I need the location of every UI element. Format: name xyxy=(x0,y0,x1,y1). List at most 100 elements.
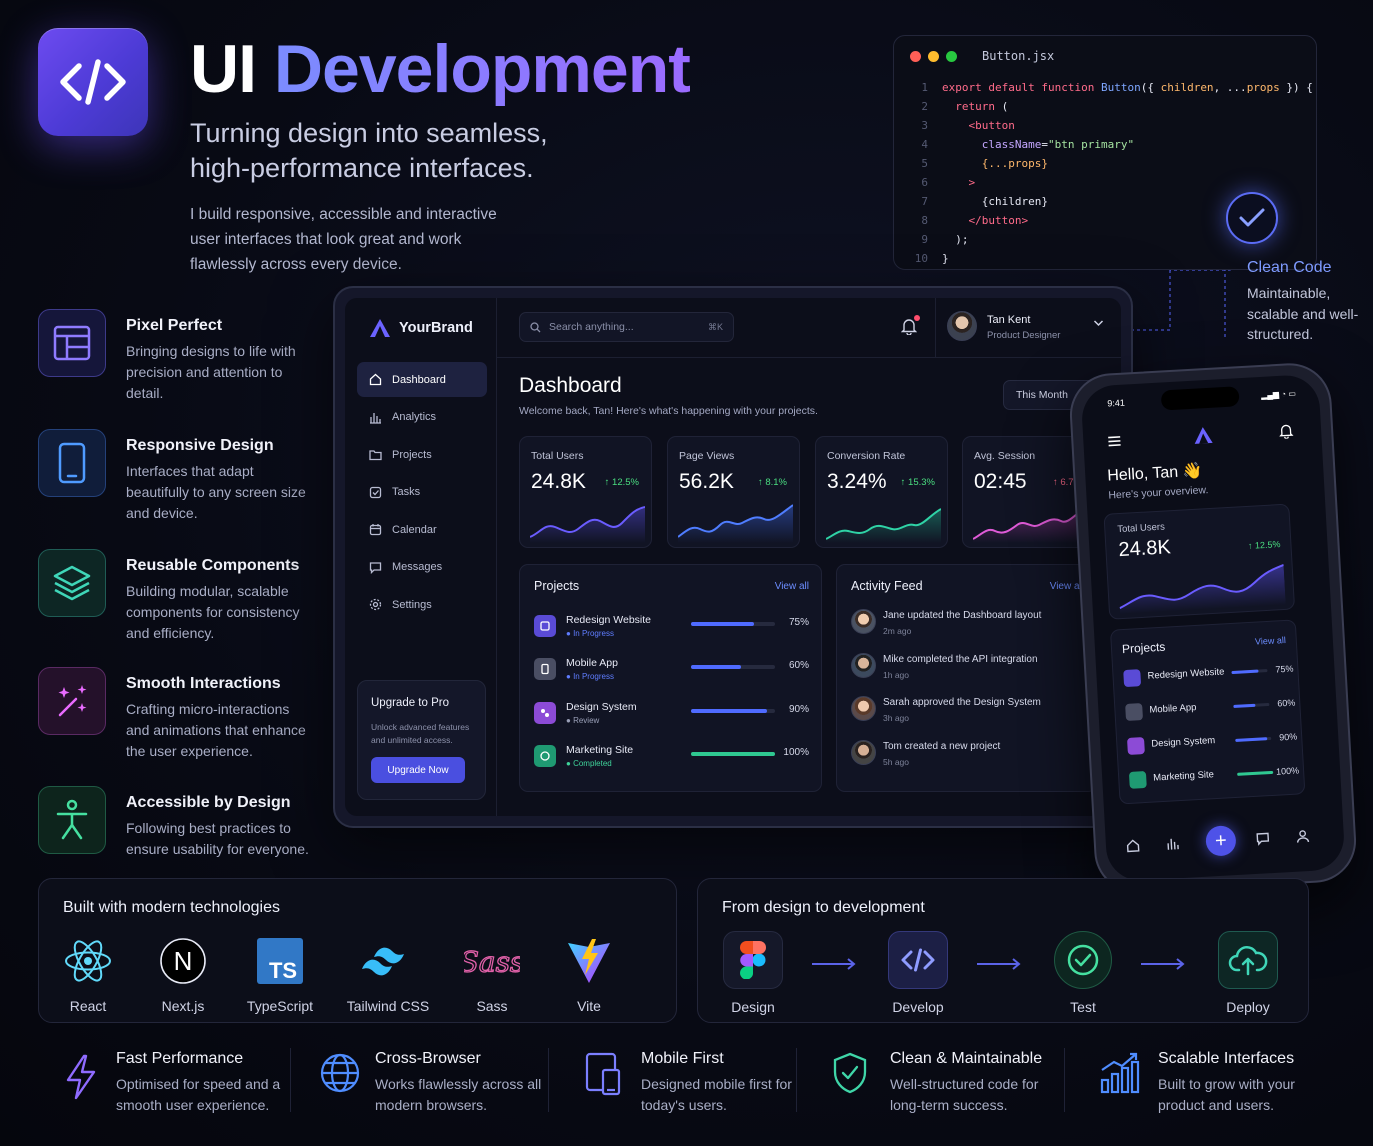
search-input[interactable]: Search anything... ⌘K xyxy=(519,312,734,342)
devices-icon xyxy=(585,1052,621,1096)
benefit-clean-maintainable: Clean & Maintainable Well-structured cod… xyxy=(832,1046,1062,1126)
sparkline xyxy=(678,504,793,543)
activity-item[interactable]: Jane updated the Dashboard layout 2m ago xyxy=(851,609,1091,649)
stat-card-conversion-rate[interactable]: Conversion Rate 3.24% ↑ 15.3% xyxy=(815,436,948,548)
home-icon xyxy=(369,373,382,386)
mobile-stat-card[interactable]: Total Users 24.8K ↑ 12.5% xyxy=(1103,503,1296,620)
page-title: UI Development xyxy=(190,31,691,107)
search-icon xyxy=(530,321,541,332)
progress-bar xyxy=(1231,669,1268,675)
calendar-icon xyxy=(369,524,382,536)
progress-fill xyxy=(1237,770,1274,776)
stat-card-total-users[interactable]: Total Users 24.8K ↑ 12.5% xyxy=(519,436,652,548)
mobile-icon xyxy=(38,429,106,497)
feature-smooth-interactions: Smooth Interactions Crafting micro-inter… xyxy=(38,667,328,759)
project-icon xyxy=(534,745,556,767)
feature-reusable-components: Reusable Components Building modular, sc… xyxy=(38,549,328,641)
projects-panel: Projects View all Redesign Website In Pr… xyxy=(519,564,822,792)
project-icon xyxy=(534,658,556,680)
sparkline xyxy=(826,508,941,543)
code-logo-tile xyxy=(38,28,148,136)
feature-desc: Bringing designs to life with precision … xyxy=(126,343,296,401)
feature-title: Responsive Design xyxy=(126,437,274,454)
user-menu[interactable]: Tan Kent Product Designer xyxy=(947,311,1104,341)
feature-responsive-design: Responsive Design Interfaces that adapt … xyxy=(38,429,328,521)
project-row[interactable]: Marketing Site Completed 100% xyxy=(534,743,809,783)
user-role: Product Designer xyxy=(987,330,1061,341)
minimize-dot[interactable] xyxy=(928,51,939,62)
list-item[interactable]: Design System 90% xyxy=(1127,728,1298,761)
brand-logo-icon xyxy=(1194,427,1213,444)
feature-title: Pixel Perfect xyxy=(126,317,223,334)
sidebar-item-calendar[interactable]: Calendar xyxy=(357,512,487,547)
sparkline xyxy=(1119,564,1286,615)
upgrade-card: Upgrade to Pro Unlock advanced features … xyxy=(357,680,486,800)
dashboard-screen: YourBrand Dashboard Analytics Projects xyxy=(345,298,1121,816)
globe-icon xyxy=(320,1053,360,1093)
period-select[interactable]: This Month xyxy=(1003,380,1096,410)
progress-bar xyxy=(691,752,775,756)
feature-pixel-perfect: Pixel Perfect Bringing designs to life w… xyxy=(38,309,328,401)
code-brackets-icon xyxy=(888,931,948,989)
view-all-link[interactable]: View all xyxy=(1254,634,1287,647)
search-placeholder: Search anything... xyxy=(549,321,634,333)
mobile-device: 9:41 ▂▄▆ ◔ ▭ Hello, Tan 👋 Here's your ov… xyxy=(1067,361,1359,895)
notch xyxy=(1160,386,1240,411)
list-item[interactable]: Marketing Site 100% xyxy=(1128,762,1300,795)
bar-chart-icon[interactable] xyxy=(1166,836,1181,851)
view-all-link[interactable]: View all xyxy=(774,581,809,592)
project-icon xyxy=(1128,770,1147,789)
bell-icon[interactable] xyxy=(901,318,917,335)
list-item[interactable]: Redesign Website 75% xyxy=(1123,661,1294,694)
sidebar-item-messages[interactable]: Messages xyxy=(357,550,487,585)
feature-accessible-by-design: Accessible by Design Following best prac… xyxy=(38,786,328,866)
upgrade-now-button[interactable]: Upgrade Now xyxy=(371,757,465,783)
feature-desc: Building modular, scalable components fo… xyxy=(126,583,300,641)
sidebar-item-tasks[interactable]: Tasks xyxy=(357,475,487,510)
user-icon[interactable] xyxy=(1295,829,1310,844)
brand[interactable]: YourBrand xyxy=(369,318,473,338)
project-row[interactable]: Redesign Website In Progress 75% xyxy=(534,613,809,653)
project-row[interactable]: Mobile App In Progress 60% xyxy=(534,656,809,696)
mobile-tab-bar: + xyxy=(1119,820,1331,866)
avatar xyxy=(851,696,876,721)
sidebar-item-analytics[interactable]: Analytics xyxy=(357,400,487,435)
add-button[interactable]: + xyxy=(1205,825,1237,857)
close-dot[interactable] xyxy=(910,51,921,62)
progress-bar xyxy=(1235,736,1272,742)
progress-fill xyxy=(691,709,767,713)
list-item[interactable]: Mobile App 60% xyxy=(1125,695,1296,728)
check-circle-icon xyxy=(1226,192,1278,244)
hero-description: I build responsive, accessible and inter… xyxy=(190,206,497,273)
tailwind-icon xyxy=(360,933,416,989)
activity-item[interactable]: Mike completed the API integration 1h ag… xyxy=(851,653,1091,693)
sidebar-item-dashboard[interactable]: Dashboard xyxy=(357,362,487,397)
home-icon[interactable] xyxy=(1126,838,1141,853)
lightning-icon xyxy=(66,1054,96,1100)
activity-item[interactable]: Sarah approved the Design System 3h ago xyxy=(851,696,1091,736)
project-row[interactable]: Design System Review 90% xyxy=(534,700,809,740)
avatar xyxy=(851,653,876,678)
message-icon[interactable] xyxy=(1255,831,1270,846)
sidebar-item-settings[interactable]: Settings xyxy=(357,587,487,622)
benefit-scalable-interfaces: Scalable Interfaces Built to grow with y… xyxy=(1100,1046,1330,1126)
menu-icon[interactable] xyxy=(1107,435,1122,448)
layout-icon xyxy=(38,309,106,377)
workflow-title: From design to development xyxy=(722,899,925,916)
bell-icon[interactable] xyxy=(1279,423,1294,439)
upgrade-desc: Unlock advanced features and unlimited a… xyxy=(371,722,470,745)
divider xyxy=(1064,1048,1065,1112)
stat-card-page-views[interactable]: Page Views 56.2K ↑ 8.1% xyxy=(667,436,800,548)
vite-icon xyxy=(561,933,617,989)
typescript-icon: TS xyxy=(252,933,308,989)
tech-react: React xyxy=(43,933,133,1014)
view-all-link[interactable]: View all xyxy=(1049,581,1084,592)
maximize-dot[interactable] xyxy=(946,51,957,62)
tech-tailwind: Tailwind CSS xyxy=(343,933,433,1014)
sparkle-wand-icon xyxy=(38,667,106,735)
user-name: Tan Kent xyxy=(987,314,1031,326)
activity-item[interactable]: Tom created a new project 5h ago xyxy=(851,740,1091,780)
sparkline xyxy=(973,506,1088,543)
sidebar-item-projects[interactable]: Projects xyxy=(357,437,487,472)
